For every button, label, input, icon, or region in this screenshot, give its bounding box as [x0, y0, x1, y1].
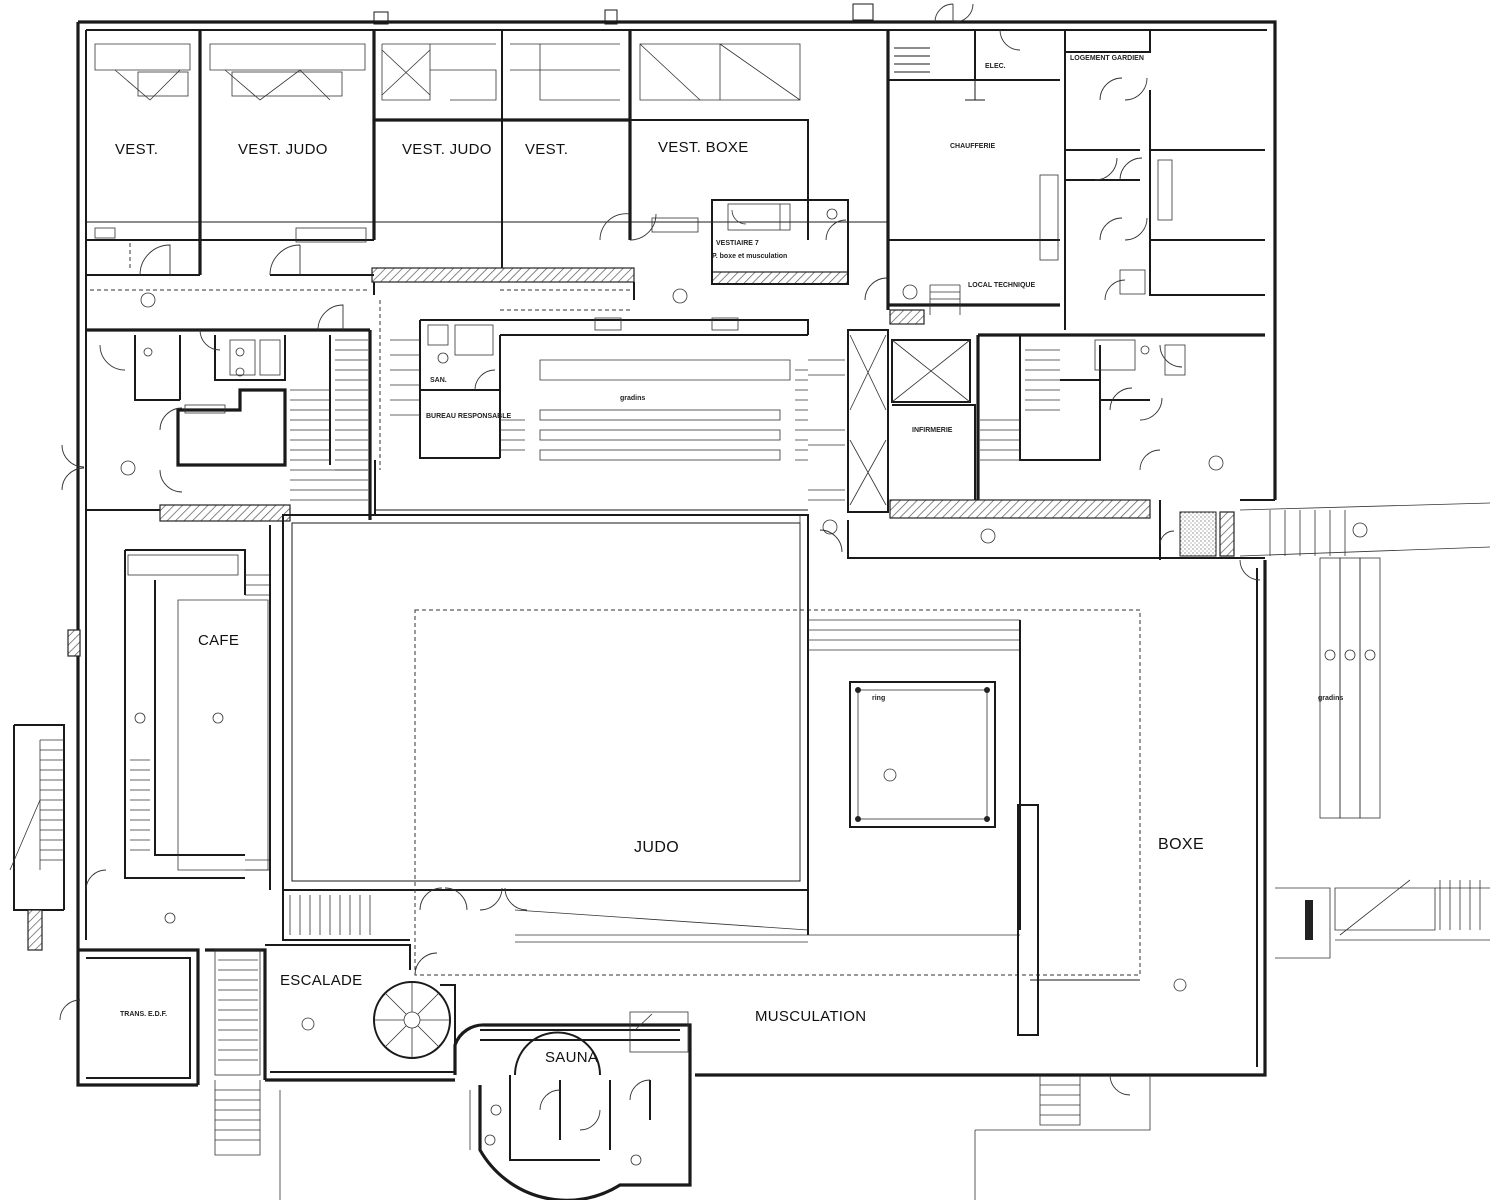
logement-gardien-label: LOGEMENT GARDIEN [1070, 55, 1144, 62]
left-wing-sanitary [61, 289, 372, 522]
vest-judo-2-label: VEST. JUDO [402, 141, 492, 158]
vest-1-label: VEST. [115, 141, 158, 158]
musculation-label: MUSCULATION [755, 1008, 866, 1025]
gradins-label: gradins [620, 395, 645, 402]
gradins-exterior-label: gradins [1318, 695, 1343, 702]
local-technique-label: LOCAL TECHNIQUE [968, 282, 1035, 289]
infirmerie-label: INFIRMERIE [912, 427, 953, 434]
sauna-label: SAUNA [545, 1049, 598, 1066]
cafe-label: CAFE [198, 632, 239, 649]
central-block: BUREAU RESPONSABLE gradins SAN. [374, 300, 845, 515]
escalade-label: ESCALADE [280, 972, 362, 989]
svg-text:SAN.: SAN. [430, 377, 447, 384]
bottom-exterior: MUSCULATION [279, 1008, 1151, 1200]
boxe-label: BOXE [1158, 836, 1204, 853]
vestiaire-7-label: VESTIAIRE 7 [716, 240, 759, 247]
boxe-hall: ring BOXE [808, 559, 1261, 1036]
exterior-right: gradins [1239, 499, 1490, 959]
trans-edf-label: TRANS. E.D.F. [120, 1011, 167, 1018]
ring-label: ring [872, 695, 885, 702]
bottom-left: TRANS. E.D.F. ESCALADE [59, 944, 456, 1156]
sauna-block: SAUNA [453, 1011, 692, 1200]
svg-text:P. boxe et musculation: P. boxe et musculation [712, 253, 787, 260]
bureau-label: BUREAU RESPONSABLE [426, 413, 512, 420]
svg-text:ELEC.: ELEC. [985, 63, 1006, 70]
judo-label: JUDO [634, 839, 679, 856]
cafe-area: CAFE [85, 525, 271, 924]
vest-judo-1-label: VEST. JUDO [238, 141, 328, 158]
judo-hall: JUDO [282, 514, 1141, 976]
locker-labels: VEST. VEST. JUDO VEST. JUDO VEST. VEST. … [115, 139, 749, 158]
service-rooms: CHAUFFERIE LOCAL TECHNIQUE LOGEMENT GARD… [864, 29, 1265, 325]
chaufferie-label: CHAUFFERIE [950, 143, 995, 150]
right-wing: INFIRMERIE [847, 329, 1265, 560]
vest-2-label: VEST. [525, 141, 568, 158]
room-markers [120, 284, 1368, 544]
outer-walls [76, 3, 1277, 1087]
exterior-left [9, 629, 81, 951]
vest-boxe-label: VEST. BOXE [658, 139, 749, 156]
locker-rooms: VESTIAIRE 7 P. boxe et musculation [86, 30, 1066, 330]
